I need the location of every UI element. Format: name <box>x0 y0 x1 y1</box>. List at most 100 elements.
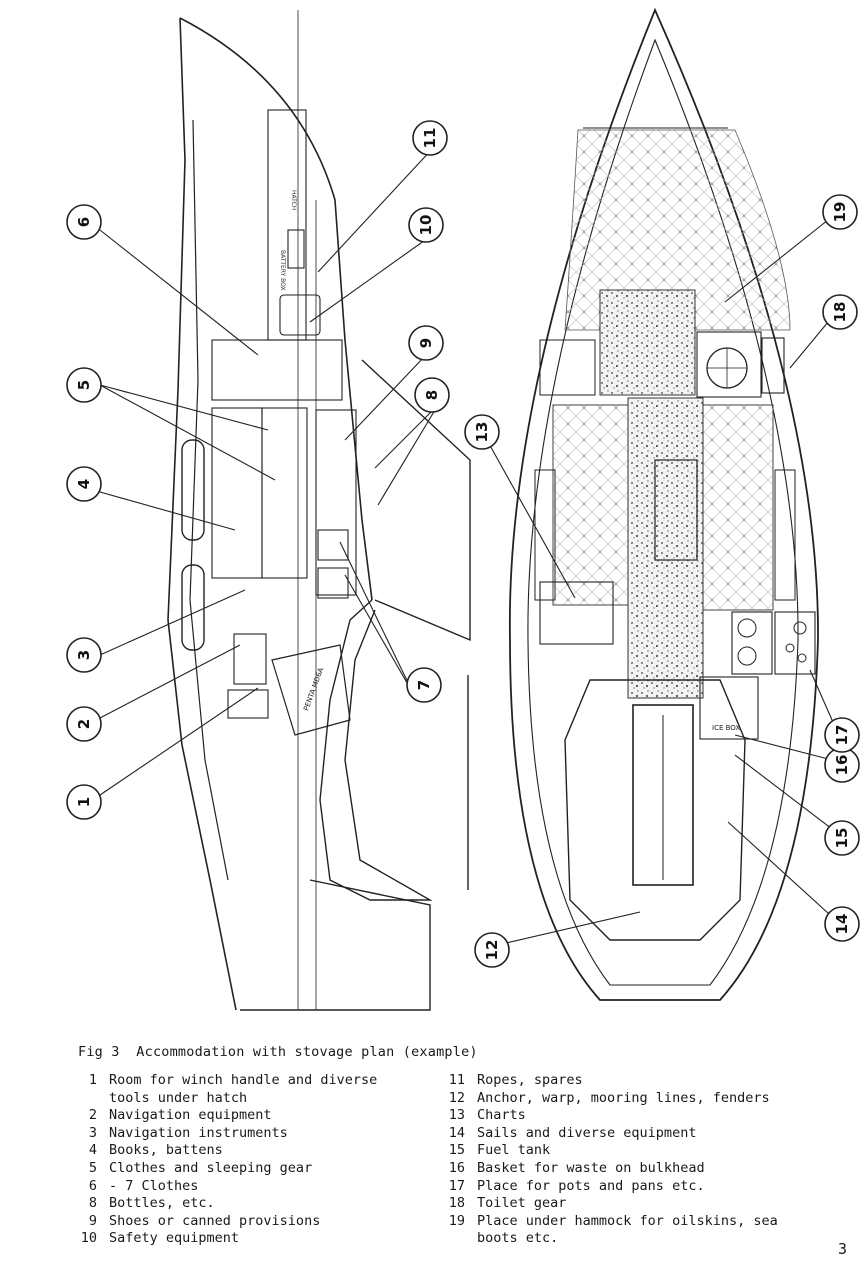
callout-number: 4 <box>75 479 93 489</box>
legend-item: 6 - 7 Clothes <box>78 1178 438 1196</box>
legend-number: 4 <box>88 1142 97 1159</box>
legend-text: Place under hammock for oilskins, sea <box>477 1212 778 1229</box>
legend-number: 8 <box>88 1195 97 1212</box>
callout-13: 13 <box>464 414 500 450</box>
legend-number <box>446 1230 477 1248</box>
callout-3: 3 <box>66 637 102 673</box>
legend-number: 11 <box>448 1072 465 1088</box>
callout-16: 16 <box>824 747 860 783</box>
legend-number: 13 <box>448 1107 465 1124</box>
legend-text: Navigation instruments <box>109 1124 288 1141</box>
legend-item: 14 Sails and diverse equipment <box>446 1125 826 1143</box>
legend-number: 5 <box>88 1159 97 1176</box>
legend-number: 19 <box>448 1212 465 1229</box>
callout-2: 2 <box>66 706 102 742</box>
legend-text: boots etc. <box>477 1230 559 1247</box>
engine-label: PENTA MD6A <box>302 666 325 712</box>
callout-number: 2 <box>75 719 93 729</box>
page-number: 3 <box>838 1240 848 1258</box>
callout-10: 10 <box>408 207 444 243</box>
legend-item: 12 Anchor, warp, mooring lines, fenders <box>446 1090 826 1108</box>
callout-number: 6 <box>75 217 93 227</box>
accommodation-drawing: × <box>66 7 860 1011</box>
callout-18: 18 <box>822 294 858 330</box>
legend-text: Place for pots and pans etc. <box>477 1177 705 1194</box>
callout-number: 13 <box>473 422 491 443</box>
callout-1: 1 <box>66 784 102 820</box>
legend-item: 11 Ropes, spares <box>446 1072 826 1090</box>
legend-item: 18 Toilet gear <box>446 1195 826 1213</box>
figure-caption: Fig 3 Accommodation with stovage plan (e… <box>78 1044 478 1060</box>
callout-leaders <box>99 147 841 945</box>
legend-text: Clothes and sleeping gear <box>109 1159 313 1176</box>
legend-number: 14 <box>448 1124 465 1141</box>
callout-number: 18 <box>831 302 849 323</box>
legend-text: Anchor, warp, mooring lines, fenders <box>477 1089 770 1106</box>
callout-19: 19 <box>822 194 858 230</box>
legend-item: 17 Place for pots and pans etc. <box>446 1178 826 1196</box>
callout-number: 15 <box>833 828 851 849</box>
legend-text: Books, battens <box>109 1142 223 1159</box>
callout-14: 14 <box>824 906 860 942</box>
legend-item: 4 Books, battens <box>78 1142 438 1160</box>
legend-item: 13 Charts <box>446 1107 826 1125</box>
callout-number: 7 <box>415 680 433 690</box>
hatch-label: HATCH <box>290 190 297 210</box>
callout-number: 1 <box>75 797 93 807</box>
legend-item: 19 Place under hammock for oilskins, sea <box>446 1213 826 1231</box>
legend-text: Fuel tank <box>477 1142 551 1159</box>
callout-9: 9 <box>408 325 444 361</box>
callout-4: 4 <box>66 466 102 502</box>
callout-11: 11 <box>412 120 448 156</box>
legend-number: 2 <box>88 1107 97 1124</box>
callout-number: 9 <box>417 338 435 348</box>
legend-number: 18 <box>448 1195 465 1212</box>
legend-number: 12 <box>448 1089 465 1106</box>
legend-text: Charts <box>477 1107 526 1124</box>
legend-number: 6 <box>88 1177 97 1194</box>
legend-item: 9 Shoes or canned provisions <box>78 1213 438 1231</box>
callout-7: 7 <box>406 667 442 703</box>
legend-item: 15 Fuel tank <box>446 1142 826 1160</box>
legend-number: 1 <box>88 1072 97 1088</box>
callout-15: 15 <box>824 820 860 856</box>
legend-item: 3 Navigation instruments <box>78 1125 438 1143</box>
callout-number: 8 <box>423 390 441 400</box>
callout-number: 17 <box>833 725 851 746</box>
callout-number: 5 <box>75 380 93 390</box>
callout-number: 19 <box>831 202 849 223</box>
callout-5: 5 <box>66 367 102 403</box>
legend-right-column: 11 Ropes, spares 12 Anchor, warp, mooring … <box>446 1072 826 1248</box>
callout-number: 14 <box>833 914 851 935</box>
legend-number: 9 <box>88 1212 97 1229</box>
callout-number: 10 <box>417 215 435 236</box>
callout-number: 12 <box>483 940 501 961</box>
legend-left-column: 1 Room for winch handle and diverse tools… <box>78 1072 438 1248</box>
callout-number: 16 <box>833 755 851 776</box>
callout-17: 17 <box>824 717 860 753</box>
legend-text: - 7 Clothes <box>109 1177 199 1194</box>
legend-text: Sails and diverse equipment <box>477 1124 697 1141</box>
legend-number: 3 <box>88 1124 97 1141</box>
callout-number: 3 <box>75 650 93 660</box>
side-view: BATTERY BOX HATCH PENTA MD6A <box>167 10 471 1011</box>
legend-item: 1 Room for winch handle and diverse <box>78 1072 438 1090</box>
legend-number: 15 <box>448 1142 465 1159</box>
legend-item: 8 Bottles, etc. <box>78 1195 438 1213</box>
legend-number: 17 <box>448 1177 465 1194</box>
legend-text: Bottles, etc. <box>109 1195 215 1212</box>
legend-text: tools under hatch <box>109 1089 248 1106</box>
callout-12: 12 <box>474 932 510 968</box>
legend-item: 5 Clothes and sleeping gear <box>78 1160 438 1178</box>
battery-box-label: BATTERY BOX <box>279 250 286 291</box>
legend-number: 16 <box>448 1159 465 1176</box>
legend-text: Room for winch handle and diverse <box>109 1072 378 1088</box>
plan-view: ICE BOX <box>508 7 819 1001</box>
legend-text: Ropes, spares <box>477 1072 583 1088</box>
legend-text: Toilet gear <box>477 1195 567 1212</box>
callout-8: 8 <box>414 377 450 413</box>
legend-text: Shoes or canned provisions <box>109 1212 321 1229</box>
